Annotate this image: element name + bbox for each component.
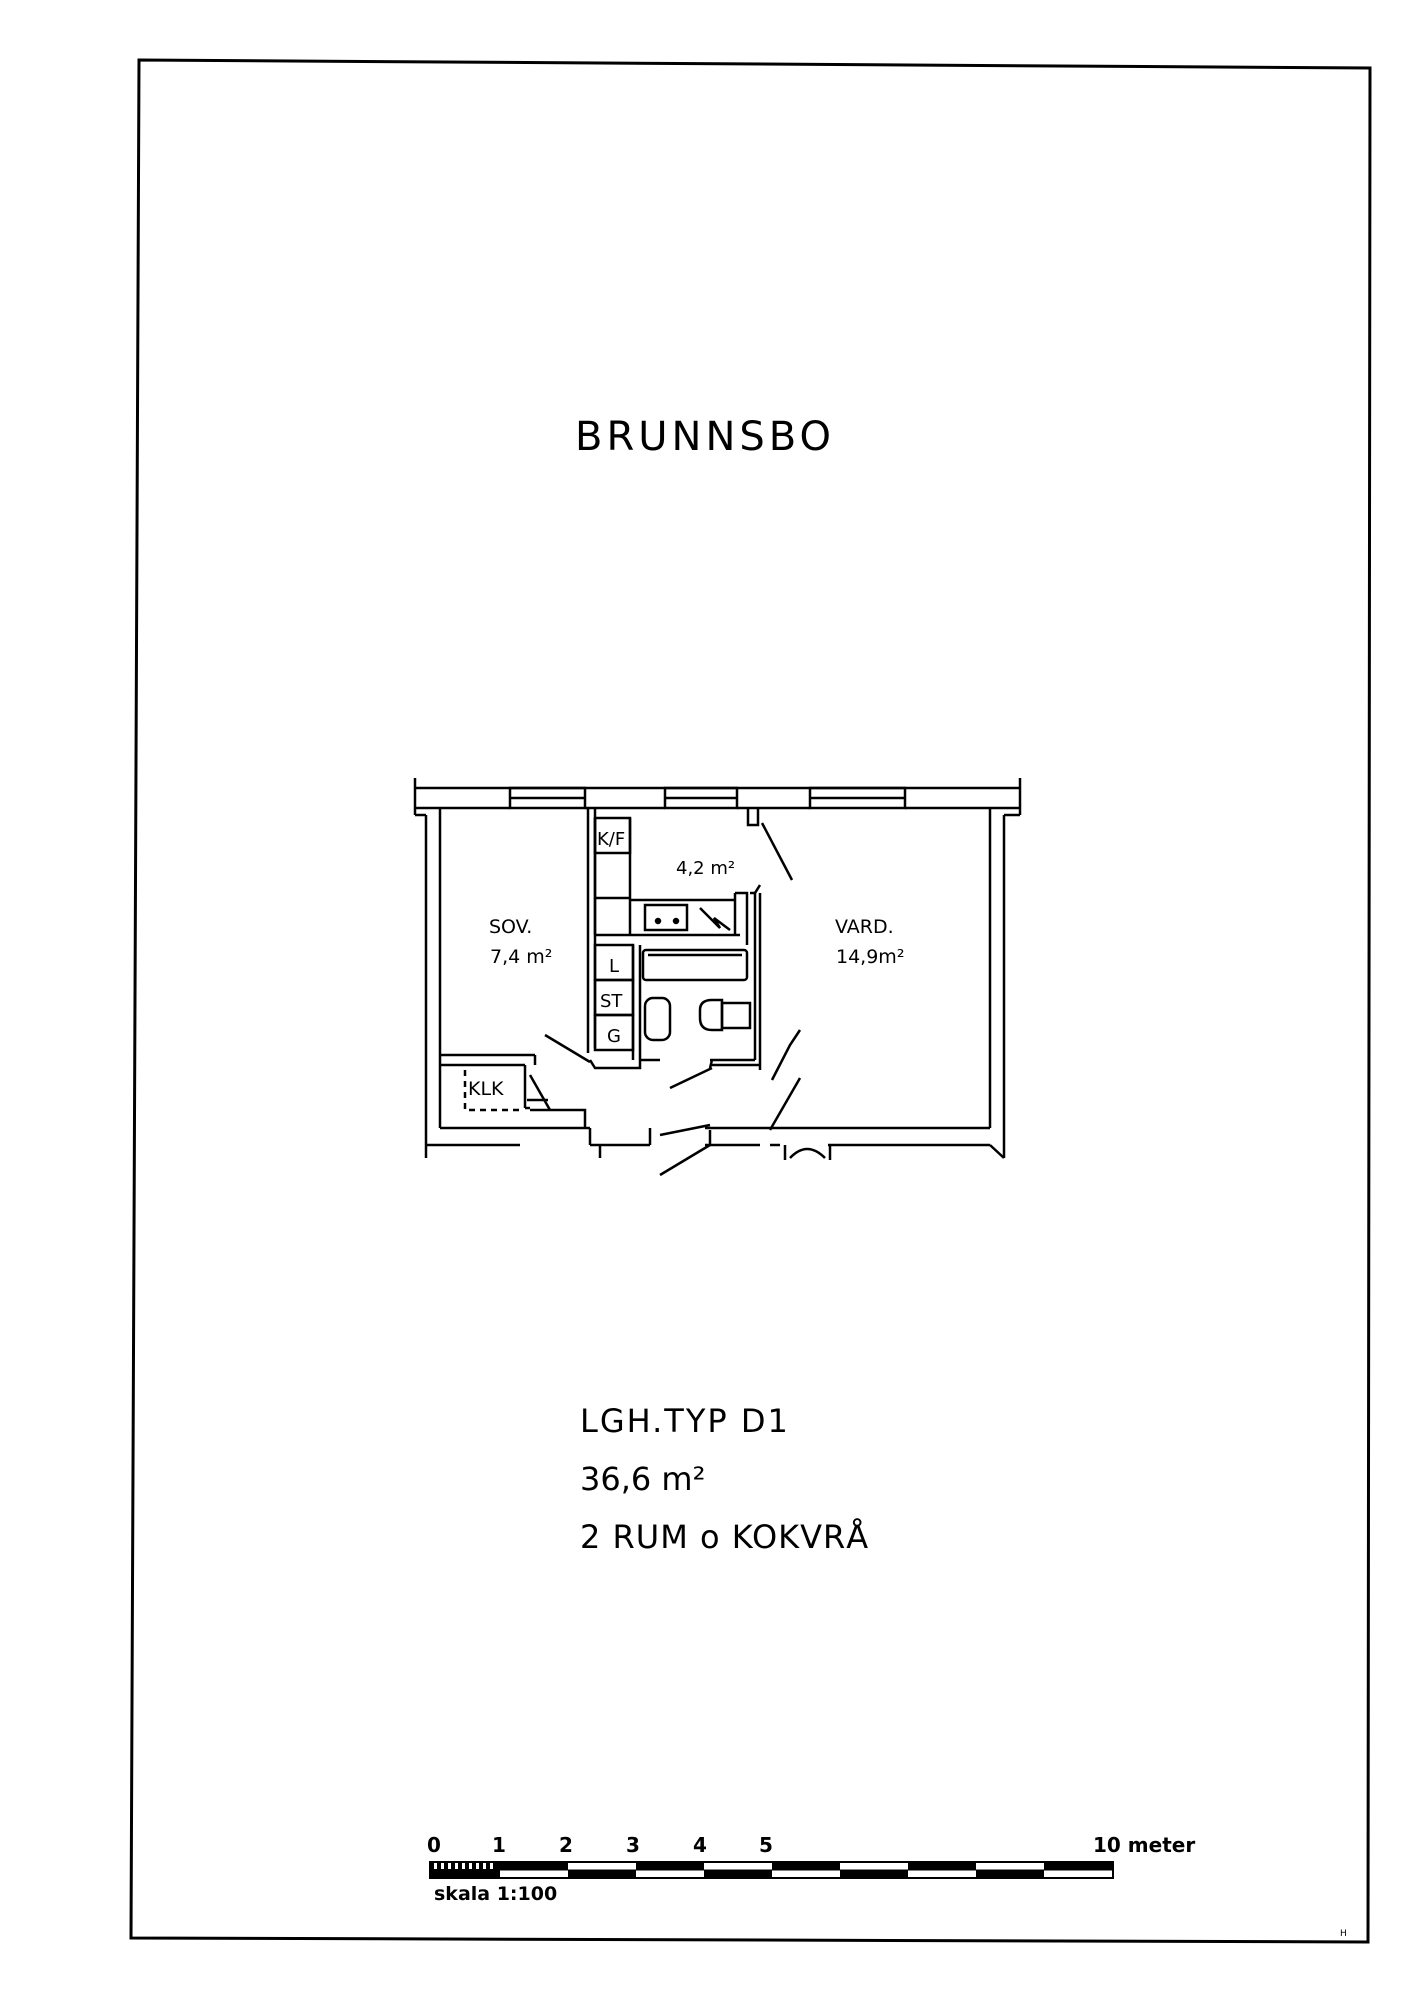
label-l: L	[609, 956, 619, 977]
label-vard: VARD.	[835, 916, 894, 938]
apartment-area: 36,6 m²	[580, 1460, 705, 1498]
closet-walls	[440, 1053, 587, 1128]
label-sov: SOV.	[489, 916, 532, 938]
scale-tick-1: 1	[492, 1833, 506, 1857]
apartment-rooms: 2 RUM o KOKVRÅ	[580, 1518, 869, 1556]
scale-tick-5: 5	[759, 1833, 773, 1857]
scale-bar: 0 1 2 3 4 5 10 meter	[427, 1833, 1195, 1905]
label-vard-area: 14,9m²	[836, 946, 904, 968]
corner-mark: H	[1340, 1929, 1347, 1939]
building-title: BRUNNSBO	[575, 414, 835, 460]
label-sov-area: 7,4 m²	[490, 946, 552, 968]
label-kitchen-area: 4,2 m²	[676, 858, 735, 879]
kitchen-bath-block	[586, 808, 794, 1070]
scale-tick-4: 4	[693, 1833, 707, 1857]
scale-tick-0: 0	[427, 1833, 441, 1857]
exterior-walls	[413, 778, 1022, 1159]
scale-tick-2: 2	[559, 1833, 573, 1857]
label-klk: KLK	[468, 1078, 504, 1100]
scale-tick-3: 3	[626, 1833, 640, 1857]
door-swings	[527, 1029, 832, 1177]
floor-plan	[413, 778, 1022, 1177]
apartment-type: LGH.TYP D1	[580, 1402, 790, 1440]
label-kf: K/F	[597, 829, 625, 850]
scale-caption: skala 1:100	[434, 1883, 557, 1905]
scale-end-label: 10 meter	[1093, 1833, 1195, 1857]
label-st: ST	[600, 991, 623, 1012]
sheet-frame	[129, 58, 1372, 1944]
label-g: G	[607, 1026, 621, 1047]
